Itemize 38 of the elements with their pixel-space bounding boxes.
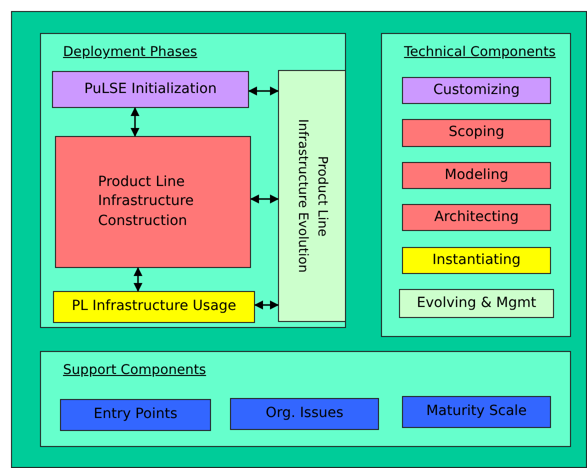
connector-arrow xyxy=(248,86,279,96)
box-label: PL Infrastructure Usage xyxy=(72,297,236,316)
process-box xyxy=(278,70,346,322)
box-label: Instantiating xyxy=(432,250,521,270)
box-label: Evolving & Mgmt xyxy=(416,294,536,313)
box-label: Org. Issues xyxy=(266,404,344,424)
section-heading: Deployment Phases xyxy=(63,44,198,60)
connector-arrow xyxy=(250,194,279,204)
connector-arrow xyxy=(130,107,140,137)
process-box xyxy=(52,71,249,108)
process-box xyxy=(402,204,551,231)
process-box xyxy=(402,162,551,189)
box-label: PuLSE Initialization xyxy=(84,80,217,99)
box-label: Entry Points xyxy=(94,405,178,424)
process-box xyxy=(55,136,251,268)
box-label: Architecting xyxy=(434,208,519,227)
process-box xyxy=(60,399,211,431)
process-box xyxy=(53,291,255,323)
box-label: Product Line Infrastructure Evolution xyxy=(294,118,330,275)
connector-arrow xyxy=(254,300,279,310)
process-box xyxy=(402,77,551,104)
box-label: Customizing xyxy=(433,80,520,100)
panel xyxy=(381,33,571,337)
section-heading: Support Components xyxy=(63,362,206,378)
process-box xyxy=(399,289,554,318)
box-label: Maturity Scale xyxy=(426,402,527,422)
process-box xyxy=(402,119,551,147)
section-heading: Technical Components xyxy=(404,44,556,60)
panel xyxy=(40,33,346,328)
process-box xyxy=(402,396,551,428)
connector-arrow xyxy=(134,267,142,292)
process-box xyxy=(230,398,379,430)
panel xyxy=(40,351,571,447)
box-label: Modeling xyxy=(444,166,508,185)
box-label: Scoping xyxy=(448,123,504,142)
outer-frame xyxy=(11,11,587,468)
process-box xyxy=(402,247,551,274)
box-label: Product Line Infrastructure Construction xyxy=(98,172,195,231)
